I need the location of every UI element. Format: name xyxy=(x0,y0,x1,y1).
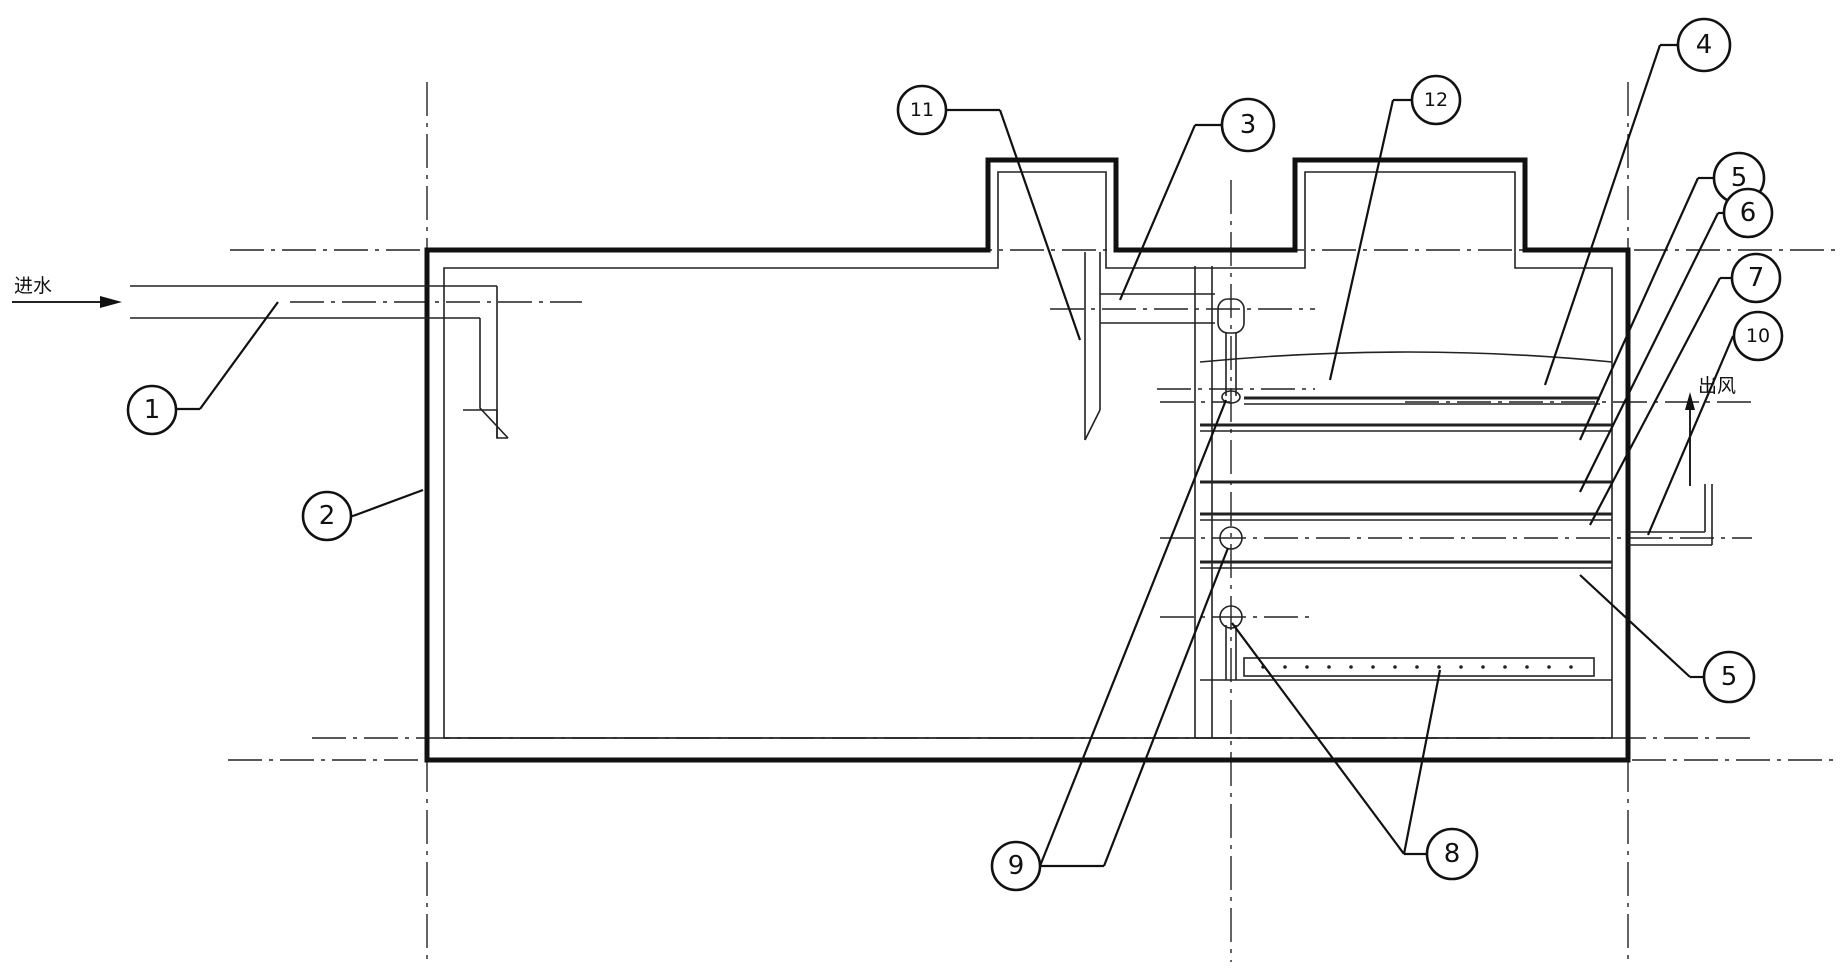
svg-text:1: 1 xyxy=(144,395,161,425)
exhaust-air-pipe xyxy=(1628,392,1713,546)
spray-nozzle xyxy=(1221,390,1241,404)
callout-11: 11 xyxy=(896,84,1000,136)
callout-9: 9 xyxy=(990,840,1104,892)
callout-10: 10 xyxy=(1732,310,1784,362)
inlet-arrow xyxy=(12,296,122,308)
callout-7: 7 xyxy=(1720,252,1782,304)
callout-2: 2 xyxy=(301,490,353,542)
outlet-label: 出风 xyxy=(1698,375,1736,397)
feed-pipe xyxy=(1100,293,1245,404)
svg-text:12: 12 xyxy=(1424,89,1448,111)
callout-4: 4 xyxy=(1660,17,1732,73)
callout-6: 6 xyxy=(1718,187,1774,239)
svg-text:4: 4 xyxy=(1696,30,1713,60)
aeration-pipe xyxy=(1243,657,1595,677)
outlet-baffle xyxy=(1084,252,1101,441)
sprinkler-head xyxy=(1217,298,1245,334)
valve-ball-lower xyxy=(1219,605,1243,629)
leader-lines xyxy=(199,44,1735,867)
svg-text:5: 5 xyxy=(1731,163,1748,193)
svg-text:11: 11 xyxy=(910,99,934,121)
callout-8: 8 xyxy=(1404,827,1479,881)
svg-text:6: 6 xyxy=(1740,198,1757,228)
svg-text:5: 5 xyxy=(1721,662,1738,692)
callout-5-lower: 5 xyxy=(1690,650,1756,704)
inlet-label: 进水 xyxy=(14,275,52,297)
center-lines xyxy=(228,82,1835,962)
callout-3: 3 xyxy=(1195,97,1276,153)
svg-text:7: 7 xyxy=(1748,263,1765,293)
svg-text:2: 2 xyxy=(319,501,336,531)
ball-valves xyxy=(1219,526,1243,680)
callout-1: 1 xyxy=(126,384,200,436)
valve-ball-upper xyxy=(1219,526,1243,550)
svg-text:8: 8 xyxy=(1444,839,1461,869)
inlet-pipe xyxy=(130,285,509,439)
svg-text:10: 10 xyxy=(1746,325,1770,347)
callout-12: 12 xyxy=(1393,74,1462,126)
filter-chamber xyxy=(1194,266,1613,738)
svg-text:3: 3 xyxy=(1240,110,1257,140)
svg-text:9: 9 xyxy=(1008,851,1025,881)
tank-body xyxy=(424,157,1631,763)
